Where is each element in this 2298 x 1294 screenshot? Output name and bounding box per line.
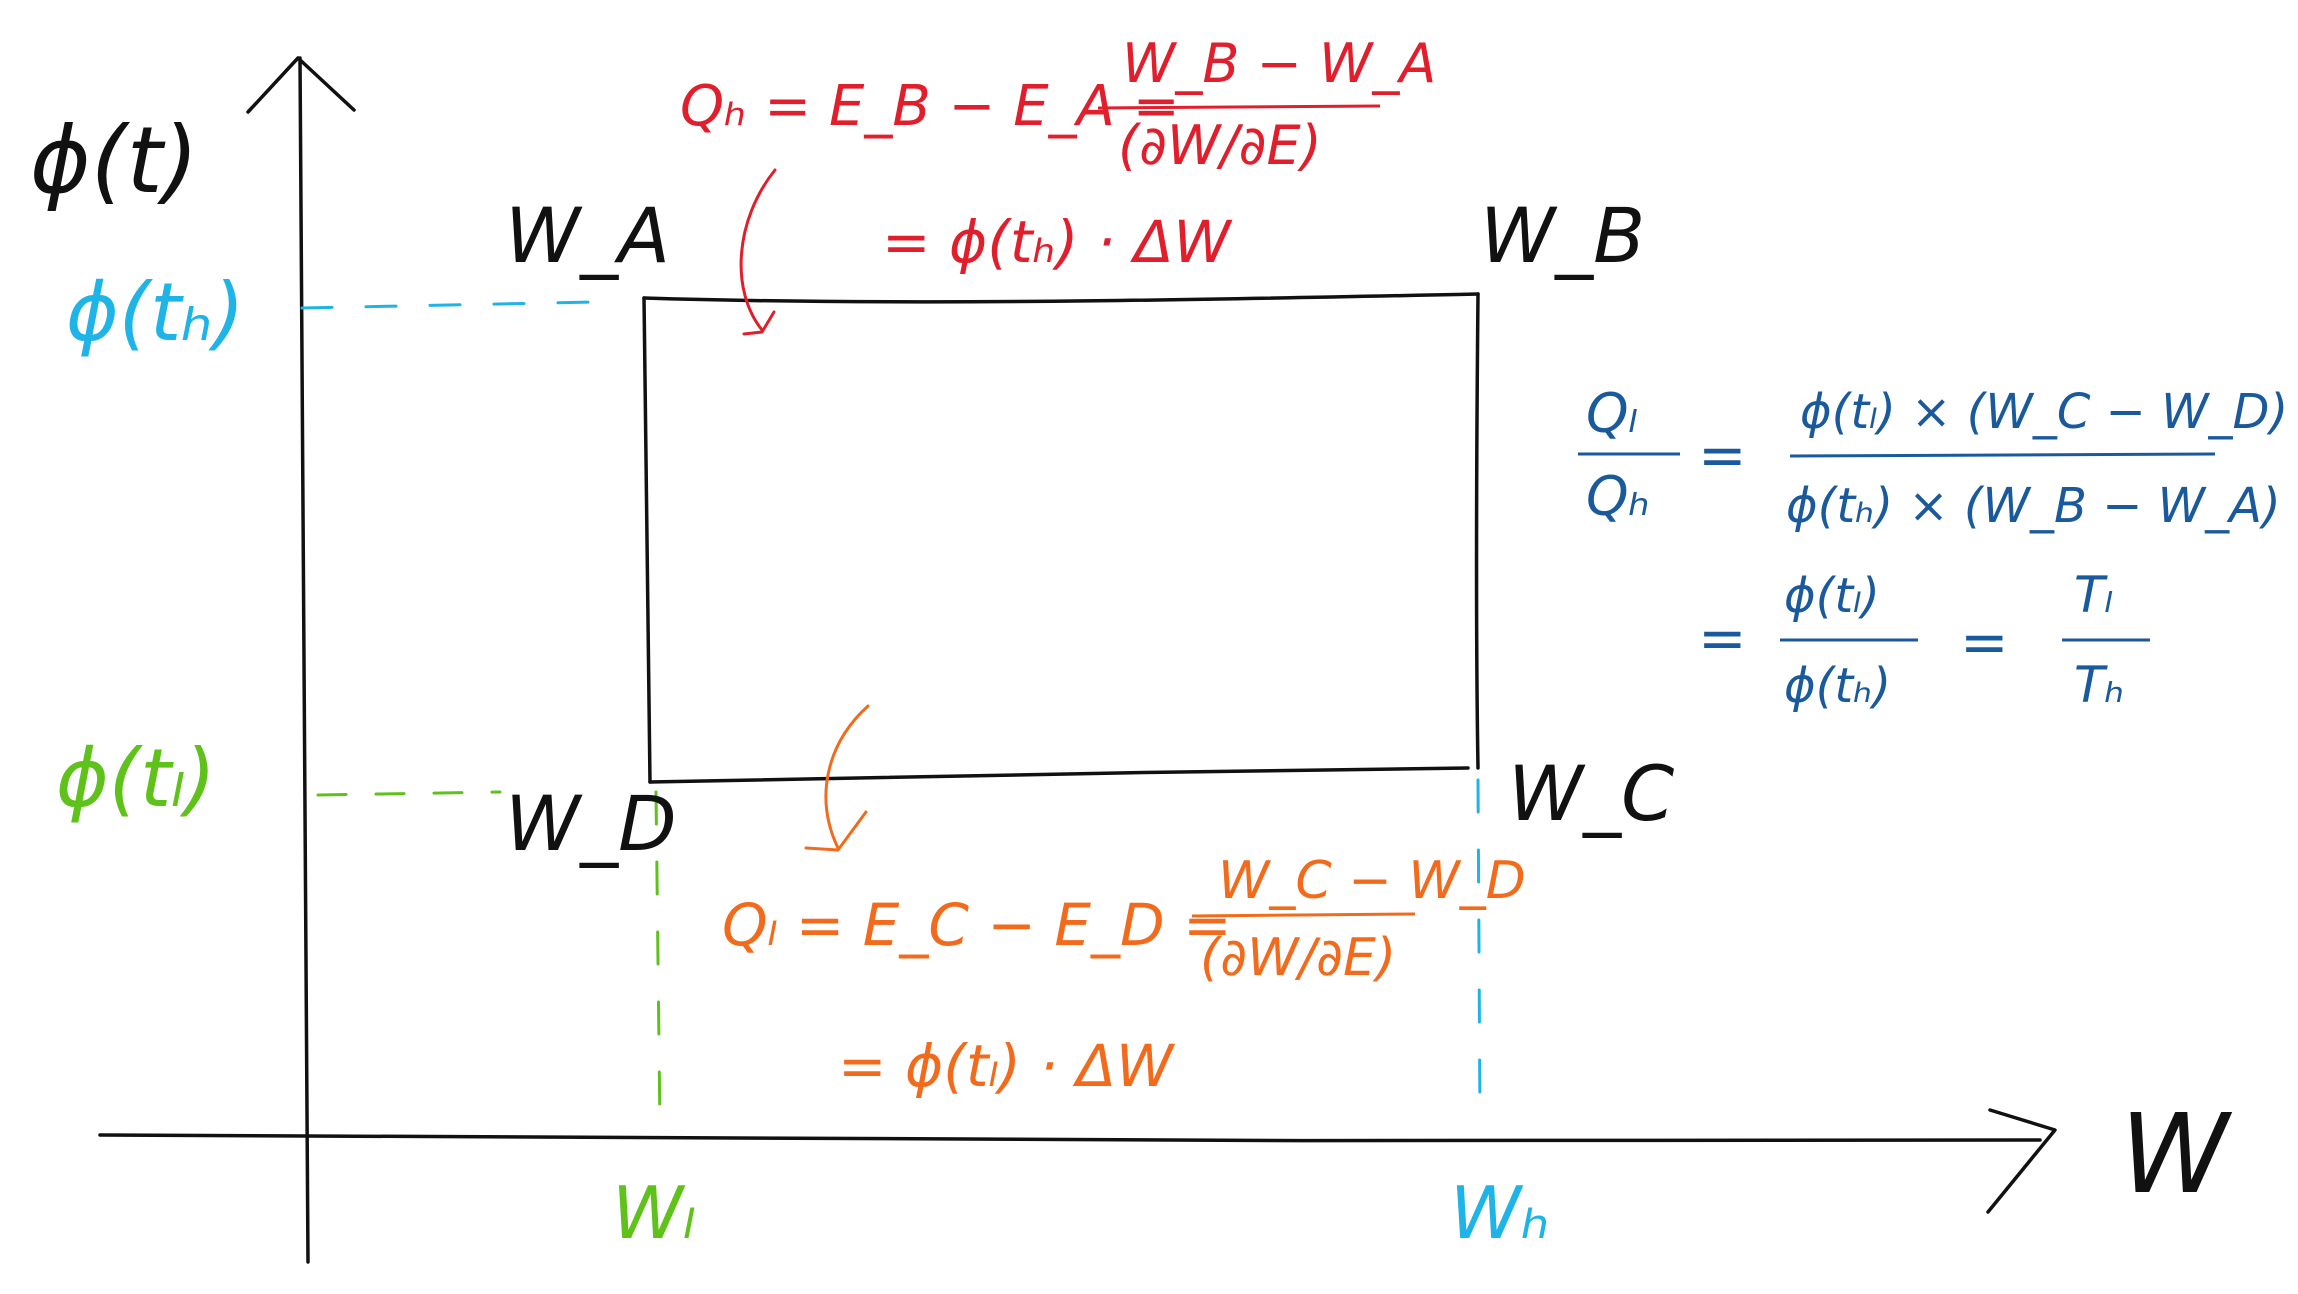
x-tick-high: Wₕ: [1450, 1171, 1550, 1255]
q-hot-equation: Qₕ = E_B − E_A = W_B − W_A (∂W/∂E) = ϕ(t…: [680, 32, 1436, 276]
ratio-eq-3: =: [1960, 608, 2009, 676]
ratio-numerator-1: ϕ(tₗ) × (W_C − W_D): [1800, 384, 2288, 440]
cold-arrow: [824, 704, 870, 850]
ratio-denominator-1: ϕ(tₕ) × (W_B − W_A): [1786, 478, 2281, 534]
hot-arrowhead: [742, 310, 776, 336]
corner-label-d: W_D: [505, 779, 677, 868]
ratio-denominator-2: ϕ(tₕ): [1784, 658, 1891, 714]
q-hot-second-line: = ϕ(tₕ) · ΔW: [882, 208, 1233, 276]
cold-arrowhead: [804, 810, 868, 852]
ratio-lhs-denominator: Qₕ: [1586, 465, 1650, 528]
wl-drop-dash: [654, 790, 662, 1132]
q-hot-denominator: (∂W/∂E): [1118, 114, 1322, 177]
q-cold-denominator: (∂W/∂E): [1200, 928, 1396, 988]
ratio-numerator-2: ϕ(tₗ): [1784, 568, 1880, 624]
ratio-lhs-numerator: Qₗ: [1586, 382, 1638, 445]
edge-ab: [642, 292, 1480, 304]
ratio-eq-1: =: [1698, 421, 1747, 489]
hot-arrow: [739, 168, 777, 332]
y-axis-line: [298, 56, 310, 1264]
x-axis-line: [98, 1133, 2042, 1143]
low-level-dash: [316, 790, 502, 797]
wh-drop-dash: [1476, 778, 1482, 1122]
q-cold-second-line: = ϕ(tₗ) · ΔW: [838, 1032, 1176, 1100]
q-hot-fraction-bar: [1097, 104, 1381, 110]
y-axis-label: ϕ(t): [30, 107, 199, 214]
q-cold-lhs: Qₗ = E_C − E_D =: [722, 891, 1232, 959]
q-hot-numerator: W_B − W_A: [1122, 32, 1436, 95]
cycle-rectangle: [642, 292, 1480, 784]
q-hot-lhs: Qₕ = E_B − E_A =: [680, 74, 1180, 139]
x-axis-label: W: [2120, 1090, 2233, 1218]
heat-arrows: [739, 168, 870, 852]
edge-cd: [648, 766, 1470, 784]
high-level-dash: [300, 300, 597, 310]
corner-label-a: W_A: [505, 191, 670, 280]
ratio-derivation: Qₗ Qₕ = ϕ(tₗ) × (W_C − W_D) ϕ(tₕ) × (W_B…: [1578, 382, 2288, 714]
guide-lines: [300, 300, 1482, 1132]
y-tick-low: ϕ(tₗ): [56, 732, 216, 825]
corner-label-b: W_B: [1480, 191, 1645, 280]
q-cold-fraction-bar: [1191, 912, 1416, 918]
q-cold-equation: Qₗ = E_C − E_D = W_C − W_D (∂W/∂E) = ϕ(t…: [722, 851, 1526, 1100]
ratio-numerator-3: Tₗ: [2074, 566, 2113, 624]
corner-label-c: W_C: [1508, 749, 1674, 838]
edge-da: [642, 296, 652, 784]
x-tick-low: Wₗ: [612, 1171, 695, 1255]
y-axis-arrowhead: [246, 56, 356, 114]
ratio-bar-1: [1789, 452, 2216, 458]
ratio-eq-2: =: [1698, 604, 1747, 672]
q-cold-numerator: W_C − W_D: [1218, 851, 1526, 911]
axes: [98, 56, 2057, 1264]
ratio-denominator-3: Tₕ: [2074, 656, 2125, 714]
x-axis-arrowhead: [1986, 1108, 2057, 1214]
y-tick-high: ϕ(tₕ): [66, 266, 244, 359]
edge-bc: [1474, 292, 1480, 770]
